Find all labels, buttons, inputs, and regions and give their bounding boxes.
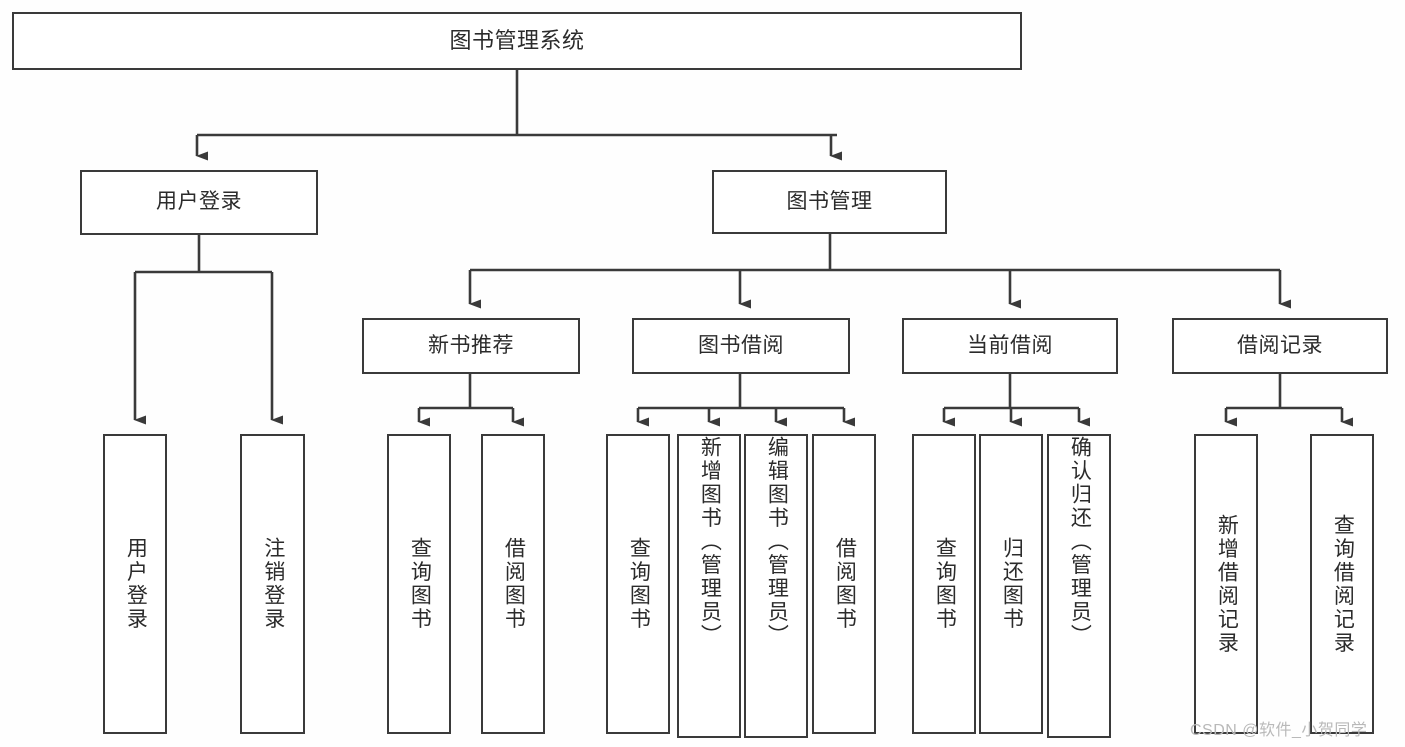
leaf-user-login[interactable]: 用户登录 — [103, 434, 167, 734]
node-label: 用户登录 — [124, 537, 148, 631]
csdn-watermark: CSDN @软件_小贺同学 — [1190, 722, 1368, 739]
node-user-login[interactable]: 用户登录 — [80, 170, 318, 235]
node-label: 借阅图书 — [833, 537, 857, 631]
node-label: 借阅记录 — [1237, 333, 1323, 357]
leaf-add-borrow-record[interactable]: 新增借阅记录 — [1194, 434, 1258, 734]
leaf-logout[interactable]: 注销登录 — [240, 434, 305, 734]
node-label: 编辑图书（管理员） — [765, 436, 789, 648]
node-new-book-recommend[interactable]: 新书推荐 — [362, 318, 580, 374]
node-label: 图书借阅 — [698, 333, 784, 357]
leaf-borrow-book-recommend[interactable]: 借阅图书 — [481, 434, 545, 734]
node-label: 查询图书 — [408, 537, 432, 631]
node-label: 注销登录 — [261, 537, 285, 631]
node-root-system[interactable]: 图书管理系统 — [12, 12, 1022, 70]
node-label: 归还图书 — [1000, 537, 1024, 631]
leaf-query-book-borrow[interactable]: 查询图书 — [606, 434, 670, 734]
node-label: 图书管理 — [786, 189, 873, 213]
node-label: 查询图书 — [933, 537, 957, 631]
node-label: 查询图书 — [627, 537, 651, 631]
node-borrow-record[interactable]: 借阅记录 — [1172, 318, 1388, 374]
leaf-borrow-book[interactable]: 借阅图书 — [812, 434, 876, 734]
leaf-edit-book-admin[interactable]: 编辑图书（管理员） — [744, 434, 808, 738]
node-label: 图书管理系统 — [449, 28, 585, 54]
node-book-management[interactable]: 图书管理 — [712, 170, 947, 234]
node-label: 当前借阅 — [967, 333, 1053, 357]
node-current-borrow[interactable]: 当前借阅 — [902, 318, 1118, 374]
leaf-query-book-current[interactable]: 查询图书 — [912, 434, 976, 734]
node-label: 确认归还（管理员） — [1068, 436, 1092, 648]
leaf-confirm-return-admin[interactable]: 确认归还（管理员） — [1047, 434, 1111, 738]
node-book-borrow[interactable]: 图书借阅 — [632, 318, 850, 374]
leaf-add-book-admin[interactable]: 新增图书（管理员） — [677, 434, 741, 738]
node-label: 查询借阅记录 — [1331, 513, 1355, 655]
leaf-query-book-recommend[interactable]: 查询图书 — [387, 434, 451, 734]
leaf-return-book[interactable]: 归还图书 — [979, 434, 1043, 734]
node-label: 借阅图书 — [502, 537, 526, 631]
leaf-query-borrow-record[interactable]: 查询借阅记录 — [1310, 434, 1374, 734]
node-label: 新增图书（管理员） — [698, 436, 722, 648]
node-label: 用户登录 — [156, 190, 242, 214]
node-label: 新增借阅记录 — [1215, 513, 1239, 655]
node-label: 新书推荐 — [428, 333, 514, 357]
